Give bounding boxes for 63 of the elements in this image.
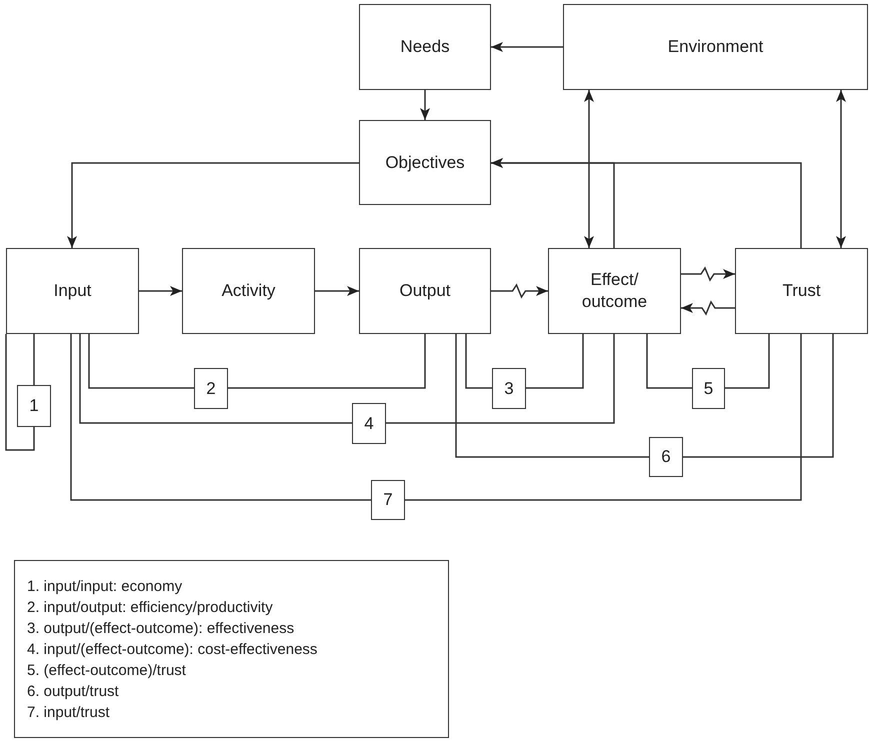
number-box — [194, 368, 228, 409]
box-label: Environment — [668, 36, 764, 58]
number-box — [371, 480, 405, 520]
connector-line — [228, 334, 426, 389]
arrow — [491, 42, 563, 52]
number-box — [352, 403, 386, 444]
connector-line — [405, 334, 802, 501]
connector-line — [88, 334, 194, 389]
connector-line — [526, 334, 584, 389]
process-box — [548, 248, 681, 334]
process-box — [359, 248, 491, 334]
connector-line — [5, 334, 35, 451]
box-label: Effect/ outcome — [580, 269, 648, 313]
number-label: 5 — [704, 378, 714, 400]
connector-line — [386, 334, 615, 424]
box-label: Needs — [400, 36, 450, 58]
box-label: Input — [54, 280, 92, 302]
arrow — [584, 90, 594, 248]
number-label: 6 — [661, 446, 671, 468]
key-entry: 5. (effect-outcome)/trust — [27, 660, 187, 680]
number-box — [649, 437, 683, 477]
number-box — [17, 385, 51, 427]
box-label: Trust — [782, 280, 821, 302]
box-label: Output — [399, 280, 451, 302]
connector-line — [79, 334, 352, 424]
process-box — [563, 4, 868, 90]
key-entry: 7. input/trust — [27, 702, 111, 722]
connector-line — [33, 334, 35, 385]
box-label: Objectives — [385, 152, 465, 174]
arrow — [681, 300, 735, 316]
process-box — [6, 248, 139, 334]
process-box — [182, 248, 315, 334]
number-label: 4 — [364, 412, 374, 434]
connector-line — [646, 334, 692, 389]
key-entry: 2. input/output: efficiency/productivity — [27, 598, 274, 618]
connector-line — [465, 334, 492, 389]
number-box — [492, 368, 526, 409]
connector-line — [70, 334, 371, 501]
arrow — [491, 283, 548, 299]
arrow — [315, 286, 359, 296]
arrow — [491, 158, 802, 248]
arrow — [681, 266, 735, 282]
arrow — [420, 90, 430, 120]
number-label: 3 — [504, 378, 514, 400]
connector-line — [455, 334, 649, 458]
box-label: Activity — [222, 280, 276, 302]
connector-line — [683, 334, 834, 458]
arrow — [139, 286, 182, 296]
key-entry: 1. input/input: economy — [27, 576, 184, 596]
key-entry: 4. input/(effect-outcome): cost-effectiveness — [27, 640, 318, 660]
key-entry: 6. output/trust — [27, 682, 120, 702]
process-box — [735, 248, 868, 334]
key-entry: 3. output/(effect-outcome): effectiveness — [27, 618, 296, 638]
connector-line — [725, 334, 770, 389]
number-label: 2 — [206, 378, 216, 400]
key-box — [14, 560, 449, 738]
process-box — [359, 4, 491, 90]
process-box — [359, 120, 491, 205]
arrow — [67, 162, 359, 248]
number-box — [692, 368, 725, 409]
number-label: 7 — [383, 489, 393, 511]
number-label: 1 — [29, 395, 39, 417]
arrow — [836, 90, 846, 248]
